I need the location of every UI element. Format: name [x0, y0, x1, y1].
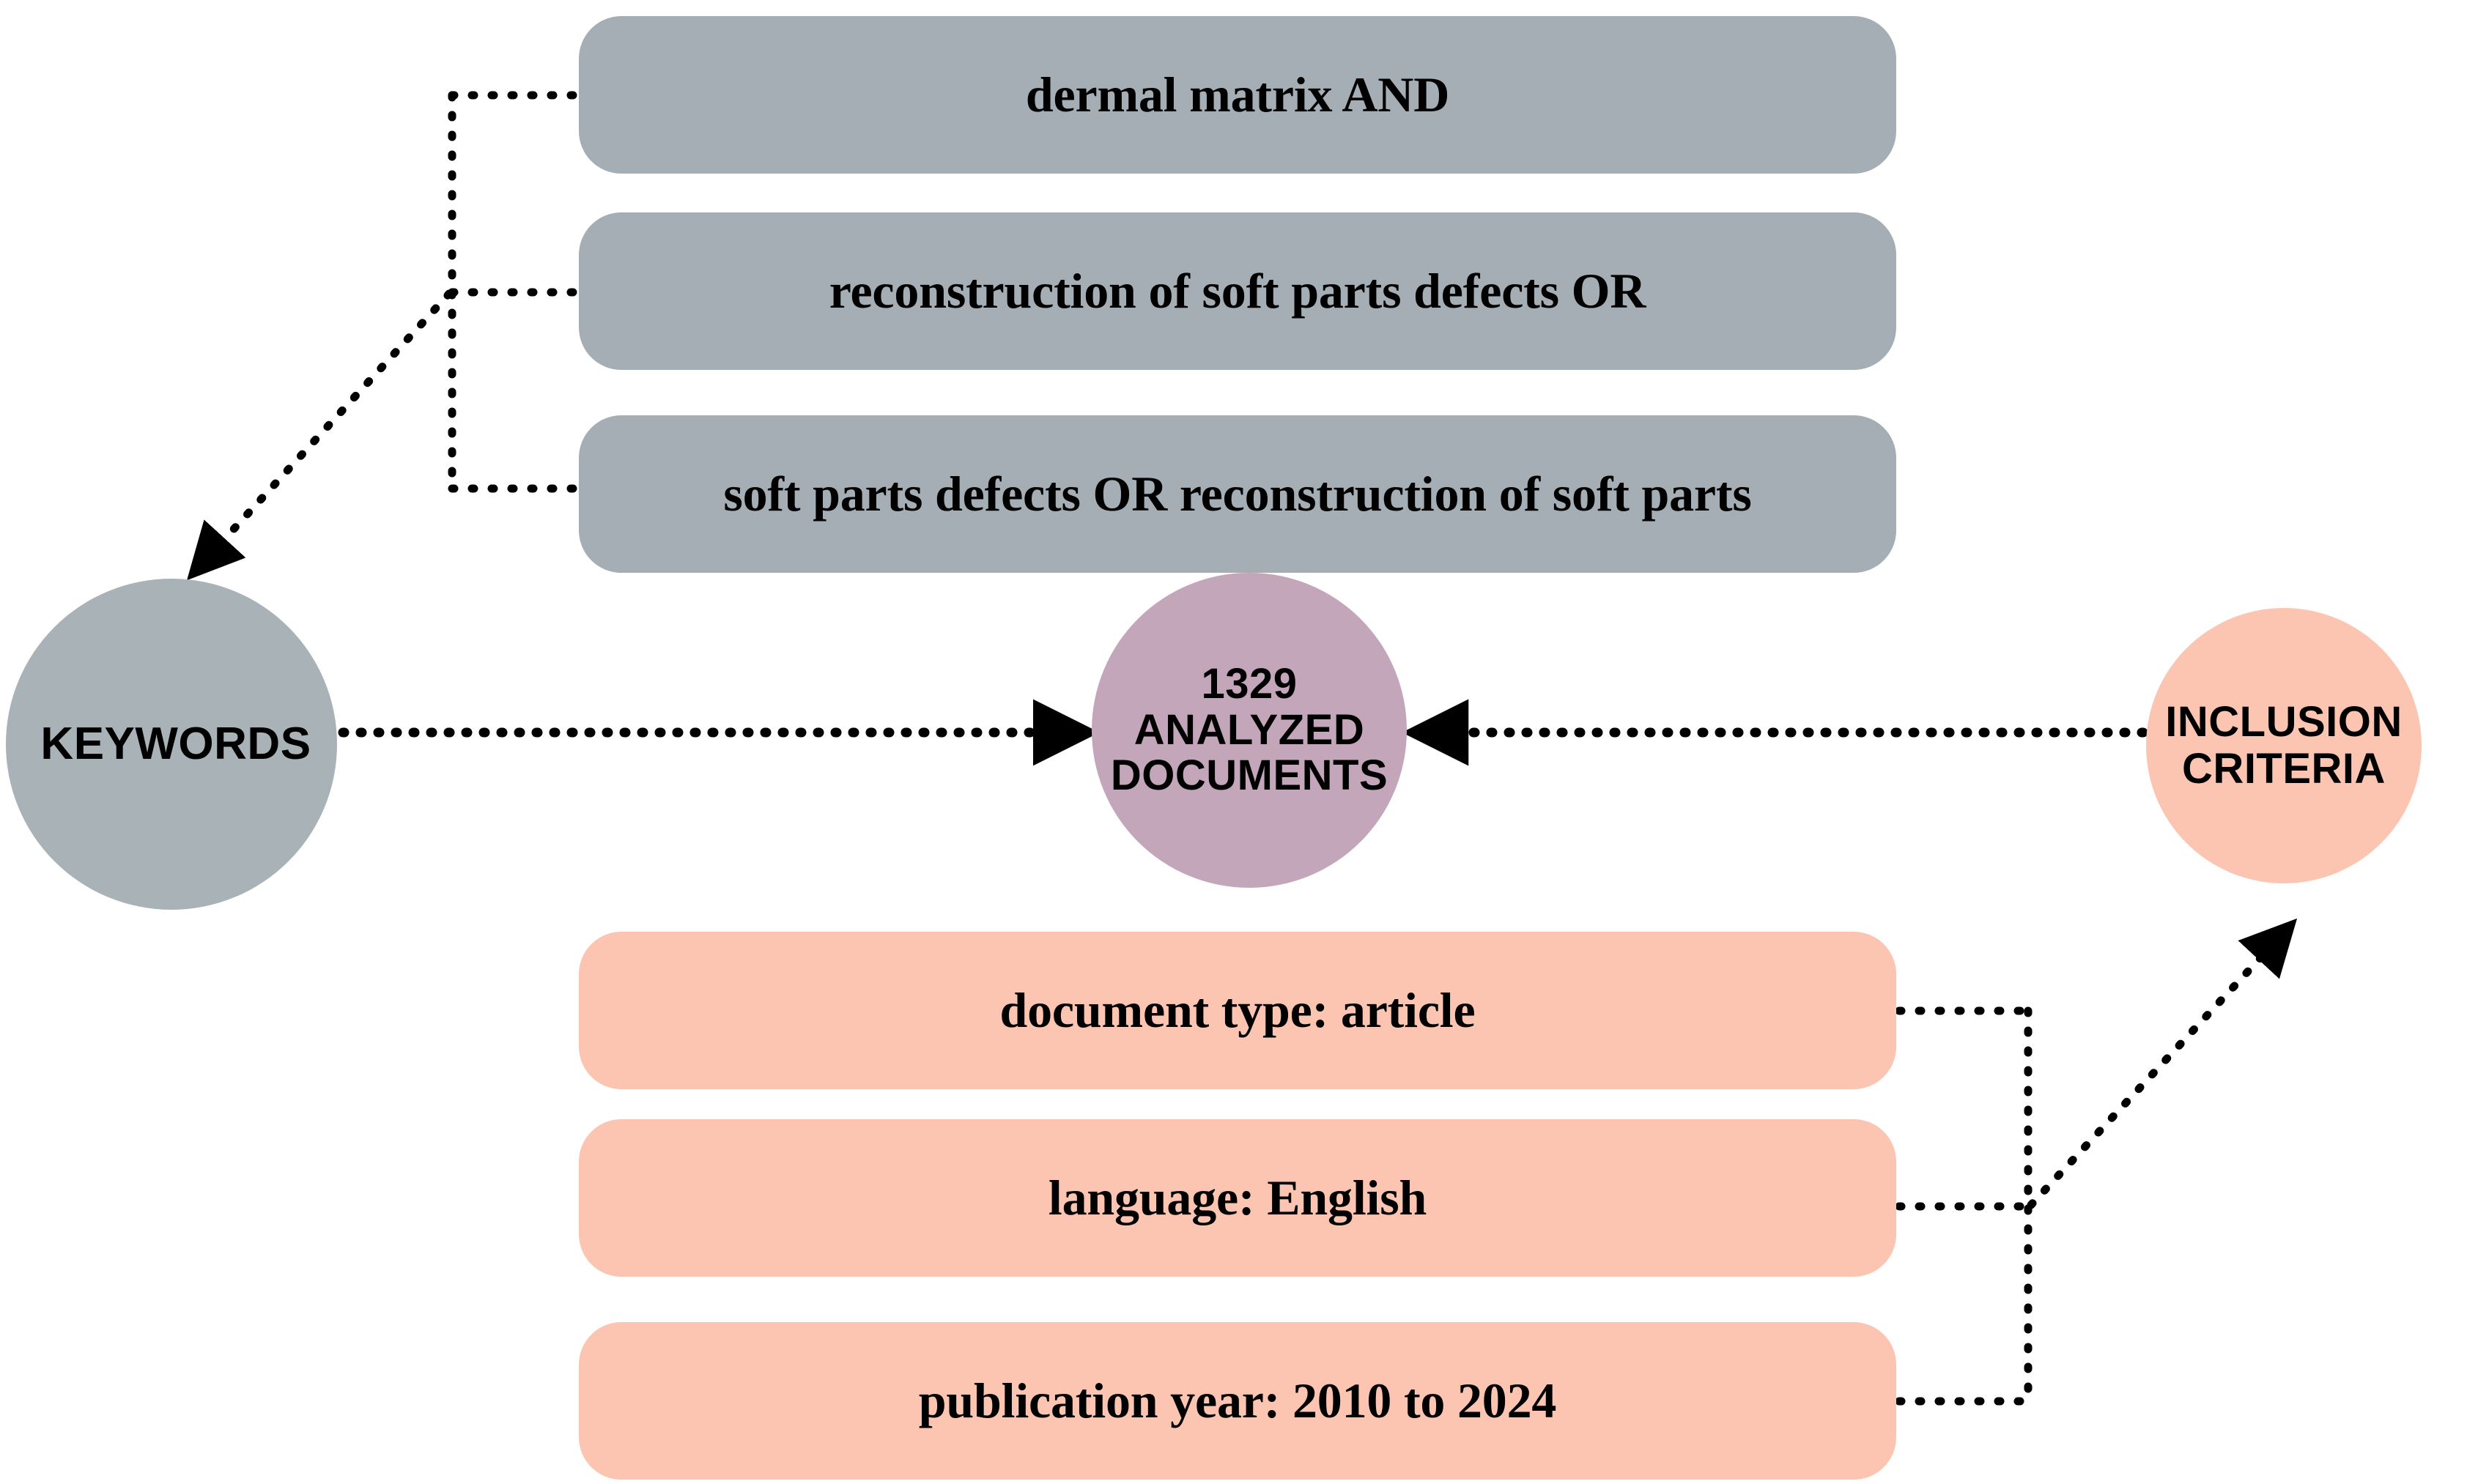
inclusion-diagonal-to-circle — [2027, 918, 2298, 1209]
inclusion-box-3[interactable]: publication year: 2010 to 2024 — [579, 1322, 1896, 1480]
analyzed-documents-circle[interactable]: 1329 ANALYZED DOCUMENTS — [1092, 573, 1407, 888]
keywords-circle-label: KEYWORDS — [40, 718, 311, 769]
keyword-box-2[interactable]: reconstruction of soft parts defects OR — [579, 212, 1896, 370]
inclusion-criteria-circle-label: INCLUSION CRITERIA — [2165, 698, 2403, 793]
keyword-box-3[interactable]: soft parts defects OR reconstruction of … — [579, 415, 1896, 573]
keyword-box-1-label: dermal matrix AND — [1025, 66, 1450, 122]
inclusion-box-1[interactable]: document type: article — [579, 932, 1896, 1089]
analyzed-documents-circle-label: 1329 ANALYZED DOCUMENTS — [1110, 660, 1388, 800]
inclusion-box-2[interactable]: language: English — [579, 1119, 1896, 1277]
keyword-diagonal-to-circle — [187, 289, 454, 581]
inclusion-box-3-label: publication year: 2010 to 2024 — [918, 1372, 1557, 1428]
keywords-circle[interactable]: KEYWORDS — [6, 579, 337, 910]
keyword-box-1[interactable]: dermal matrix AND — [579, 16, 1896, 174]
keyword-box-3-label: soft parts defects OR reconstruction of … — [723, 465, 1752, 522]
inclusion-box-1-label: document type: article — [999, 982, 1476, 1038]
inclusion-criteria-circle[interactable]: INCLUSION CRITERIA — [2146, 608, 2422, 883]
keyword-box-2-label: reconstruction of soft parts defects OR — [829, 262, 1646, 319]
inclusion-box-2-label: language: English — [1048, 1169, 1427, 1225]
